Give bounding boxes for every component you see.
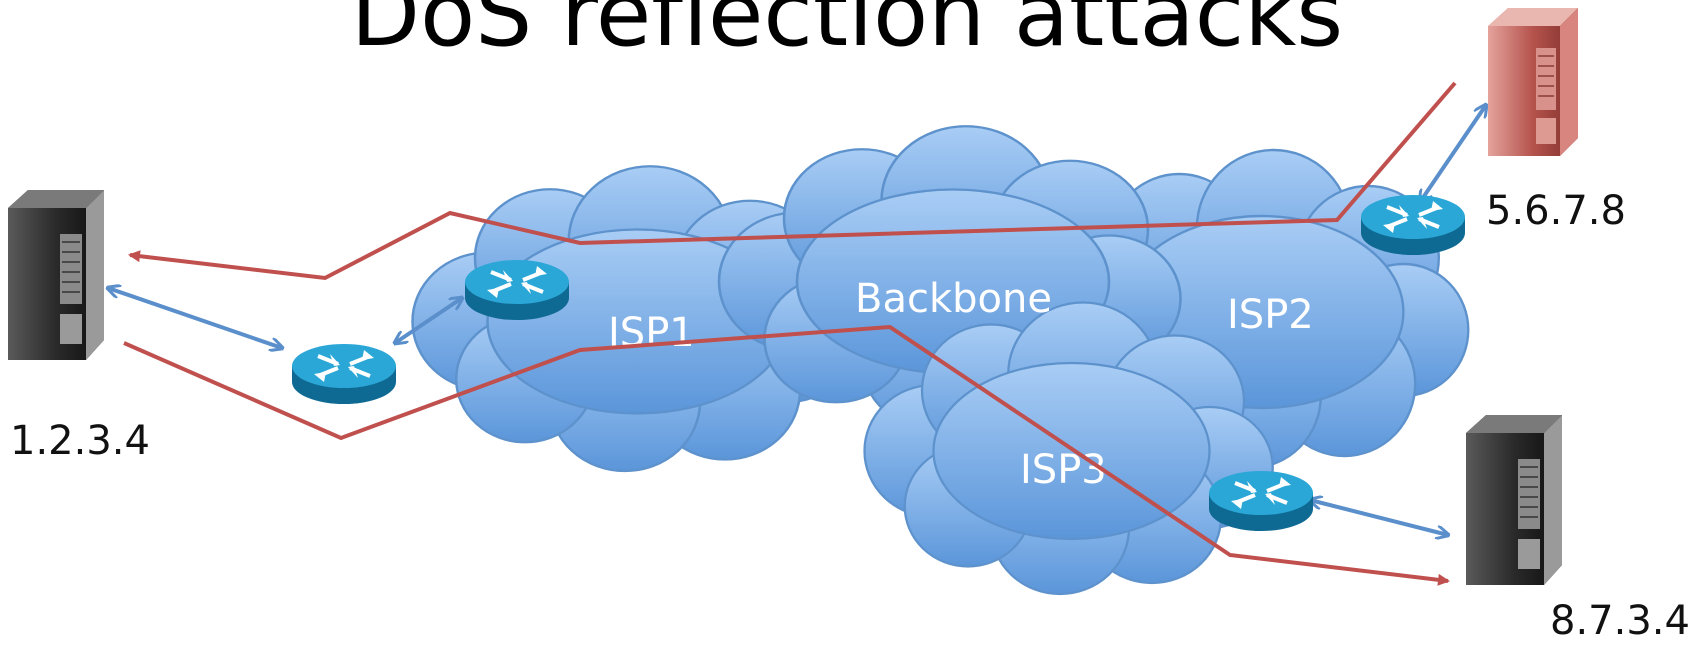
host-bottom-right-address: 8.7.3.4 — [1550, 598, 1690, 644]
host-top-right-server-icon — [1488, 8, 1578, 156]
network-links — [108, 105, 1486, 535]
link-router-router — [395, 298, 462, 343]
attack-paths — [123, 81, 1457, 586]
host-left-address: 1.2.3.4 — [10, 418, 150, 464]
isp3-label: ISP3 — [1020, 447, 1107, 493]
isp2-label: ISP2 — [1227, 292, 1314, 338]
reflected-traffic-path — [128, 81, 1457, 281]
router-isp2 — [1359, 193, 1467, 257]
link-router-host-bottom-right — [1310, 500, 1448, 535]
router-isp3 — [1207, 469, 1315, 533]
router-isp1 — [463, 258, 571, 322]
isp1-label: ISP1 — [608, 310, 695, 356]
link-host-left-router — [108, 288, 282, 348]
backbone-label: Backbone — [855, 276, 1052, 322]
spoofed-request-path — [123, 324, 1450, 586]
host-bottom-right-server-icon — [1466, 415, 1562, 585]
link-router-host-top-right — [1420, 105, 1486, 202]
diagram-title: DoS reflection attacks — [350, 0, 1344, 67]
router-left — [290, 342, 398, 406]
host-left-server-icon — [8, 190, 104, 360]
host-top-right-address: 5.6.7.8 — [1486, 188, 1626, 234]
